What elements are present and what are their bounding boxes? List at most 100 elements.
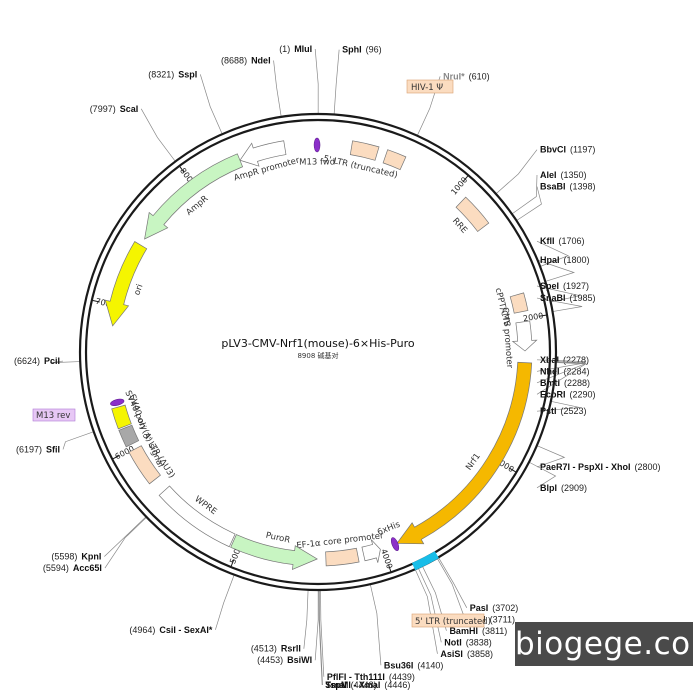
site-hpai-label: HpaI (1800) bbox=[540, 255, 590, 265]
site-pcii-leader bbox=[50, 360, 81, 364]
site-ecori-label: EcoRI(2290) bbox=[540, 389, 596, 399]
feature-ef-1a-core-promoter bbox=[325, 547, 360, 567]
site-alei-position: (1350) bbox=[561, 170, 587, 180]
tick-mark-6000 bbox=[112, 455, 120, 460]
site-bbvci-name: BbvCI bbox=[540, 145, 566, 155]
site-bbvci-position: (1197) bbox=[570, 145, 595, 155]
site-bbvci-label: BbvCI (1197) bbox=[540, 145, 595, 155]
site-tspmi-xmai-position: (4446) bbox=[384, 680, 410, 690]
watermark-text: biogege.com bbox=[515, 626, 700, 662]
site-snabi-name: SnaBI bbox=[540, 293, 566, 303]
site-nrui-position: (610) bbox=[469, 71, 490, 81]
tick-label-4000: 4000 bbox=[379, 548, 394, 570]
site-rsrii-name: RsrII bbox=[281, 644, 301, 654]
site-nhei-position: (2284) bbox=[564, 366, 590, 376]
site-pasi-label: PasI(3702) bbox=[470, 603, 519, 613]
site-snabi-position: (1985) bbox=[570, 293, 596, 303]
site-kpni-position: (5598) bbox=[51, 552, 77, 562]
backbone-outer-ring bbox=[78, 112, 558, 592]
site-bsabi-label: BsaBI(1398) bbox=[540, 182, 596, 192]
site-mlui-leader bbox=[314, 48, 319, 115]
feature-3-ltr-du3 bbox=[128, 445, 161, 485]
site-pcii-label: (6624)PciI bbox=[14, 356, 60, 366]
feature-cmv-promoter bbox=[511, 320, 538, 352]
site-paer7i-pspxi-xhoi-position: (2800) bbox=[635, 462, 661, 472]
m13-rev-callout-label: M13 rev bbox=[36, 411, 70, 421]
feature-sv40-poly-a-signal bbox=[118, 424, 140, 448]
site-hpai-position: (1800) bbox=[564, 255, 590, 265]
site-noti-name: NotI bbox=[444, 637, 462, 647]
site-bsiwi-name: BsiWI bbox=[287, 655, 312, 665]
hiv-psi-callout-label: HIV-1 Ψ bbox=[411, 83, 443, 93]
site-tspmi-xmai-label: TspMI - XmaI(4446) bbox=[326, 680, 411, 690]
site-aari-leader bbox=[436, 557, 466, 620]
tick-label-1000: 1000 bbox=[449, 175, 469, 196]
site-sfii-position: (6197) bbox=[16, 444, 42, 454]
site-pasi-leader bbox=[438, 557, 468, 608]
site-sphi-position: (96) bbox=[366, 45, 382, 55]
callout-layer: HIV-1 Ψ M13 rev 5' LTR (truncated) bbox=[32, 79, 491, 628]
site-scai-leader bbox=[140, 108, 176, 162]
site-nhei-leader bbox=[536, 361, 586, 372]
site-spei-leader bbox=[536, 285, 581, 303]
site-aari-position: (3711) bbox=[490, 614, 515, 624]
ltr5-truncated-bottom-callout-box bbox=[411, 613, 485, 628]
site-sspi-position: (8321) bbox=[148, 69, 174, 79]
site-mlui-label: (1)MluI bbox=[279, 44, 312, 54]
site-paer7i-pspxi-xhoi-leader bbox=[536, 445, 566, 468]
site-asisi-name: AsiSI bbox=[440, 649, 463, 659]
site-alei-name: AleI bbox=[540, 170, 557, 180]
site-ecori-position: (2290) bbox=[570, 389, 596, 399]
site-bsu36i-position: (4140) bbox=[417, 660, 443, 670]
feature-rre-label: RRE bbox=[450, 216, 469, 235]
site-sfii-leader bbox=[62, 431, 94, 450]
site-alei-label: AleI (1350) bbox=[540, 170, 587, 180]
site-paer7i-pspxi-xhoi-label: PaeR7I - PspXI - XhoI(2800) bbox=[540, 462, 661, 472]
site-pflfi-tth111i-name: PflFI - Tth111I bbox=[327, 672, 385, 682]
site-hpai-name: HpaI bbox=[540, 255, 560, 265]
site-xbai-leader bbox=[536, 359, 586, 362]
site-bamhi-name: BamHI bbox=[449, 626, 478, 636]
site-ndei-label: (8688)NdeI bbox=[221, 56, 271, 66]
site-kfli-position: (1706) bbox=[559, 236, 585, 246]
feature-puror-label: PuroR bbox=[265, 531, 291, 546]
site-csii-sexai-leader bbox=[215, 574, 235, 630]
site-smai-position: (4448) bbox=[351, 680, 377, 690]
site-kfli-label: KflI(1706) bbox=[540, 236, 585, 246]
site-snabi-leader bbox=[536, 297, 583, 312]
site-sphi-label: SphI(96) bbox=[342, 45, 382, 55]
site-bsabi-leader bbox=[516, 186, 542, 221]
site-kpni-leader bbox=[104, 516, 147, 557]
site-asisi-leader bbox=[414, 569, 438, 654]
site-scai-label: (7997)ScaI bbox=[90, 104, 139, 114]
site-acc65i-name: Acc65I bbox=[73, 563, 102, 573]
site-bbvci-leader bbox=[495, 149, 538, 195]
site-pcii-name: PciI bbox=[44, 356, 60, 366]
feature-ampr bbox=[144, 153, 244, 240]
feature-ampr-promoter bbox=[239, 140, 287, 167]
site-asisi-label: AsiSI(3858) bbox=[440, 649, 493, 659]
site-blpi-leader bbox=[528, 461, 557, 489]
site-acc65i-leader bbox=[104, 516, 147, 569]
feature-mcs bbox=[411, 551, 439, 571]
site-blpi-name: BlpI bbox=[540, 483, 557, 493]
site-nhei-label: NheI(2284) bbox=[540, 366, 590, 376]
site-xbai-position: (2278) bbox=[563, 355, 589, 365]
site-pasi-position: (3702) bbox=[492, 603, 518, 613]
site-scai-name: ScaI bbox=[120, 104, 139, 114]
site-smai-leader bbox=[318, 589, 323, 686]
hiv-psi-callout-box bbox=[406, 79, 454, 94]
site-kfli-leader bbox=[536, 240, 570, 267]
site-ndei-leader bbox=[273, 60, 282, 117]
site-bsu36i-leader bbox=[369, 584, 382, 666]
site-kpni-label: (5598) KpnI bbox=[51, 552, 101, 562]
site-noti-label: NotI(3838) bbox=[444, 637, 492, 647]
feature-m13-fwd-label: M13 fwd bbox=[299, 157, 335, 167]
site-smai-name: SmaI bbox=[325, 680, 347, 690]
site-kpni-name: KpnI bbox=[81, 552, 101, 562]
tick-mark-3000 bbox=[509, 467, 517, 473]
site-csii-sexai-label: (4964)CsiI - SexAI* bbox=[129, 625, 213, 635]
site-blpi-label: BlpI(2909) bbox=[540, 483, 587, 493]
site-bamhi-label: BamHI(3811) bbox=[449, 626, 507, 636]
